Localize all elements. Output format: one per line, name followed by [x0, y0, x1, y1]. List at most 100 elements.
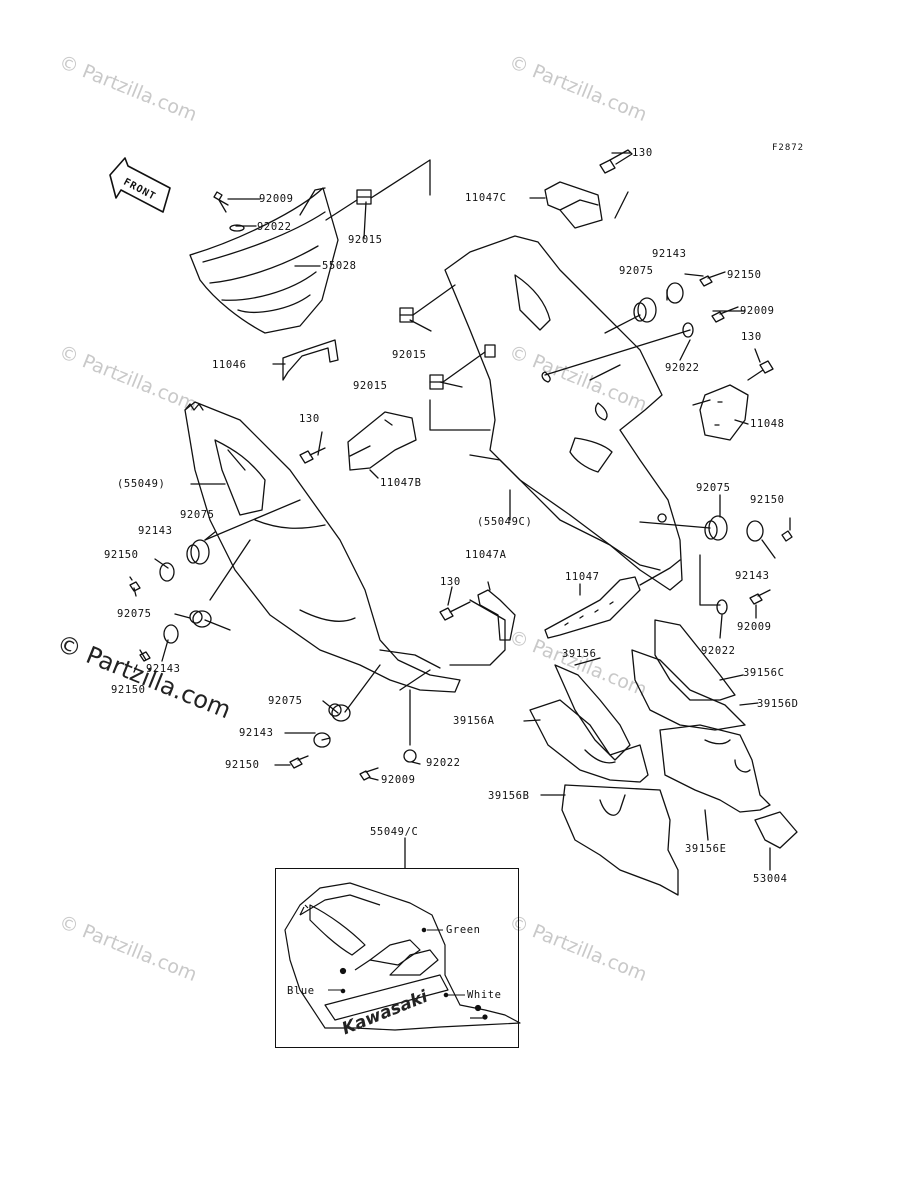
collar-92143-b-shape [159, 562, 175, 582]
grommet-92075-c-shape [189, 610, 212, 628]
part-label-130: 130 [632, 147, 653, 159]
panel-39156b-shape [561, 784, 679, 896]
bracket-11047b-shape [347, 411, 417, 471]
part-label-92015: 92015 [392, 349, 427, 361]
part-label-11047b: 11047B [380, 477, 422, 489]
color-inset-box [275, 868, 519, 1048]
part-label-92022: 92022 [701, 645, 736, 657]
bolt-92150-e-shape [289, 755, 309, 769]
panel-39156-shape [554, 664, 631, 761]
part-label-130: 130 [299, 413, 320, 425]
bolt-130-d-shape [439, 601, 471, 621]
part-label-92022: 92022 [665, 362, 700, 374]
grommet-92075-b-shape [186, 539, 210, 565]
bracket-11047-shape [544, 576, 641, 639]
color-label-green: Green [446, 924, 481, 936]
part-label-92150: 92150 [750, 494, 785, 506]
bracket-11046-shape [282, 339, 339, 381]
cowl-55049-shape [184, 401, 461, 693]
clip-92015-d-shape [484, 344, 496, 358]
cowl-55028-shape [189, 187, 339, 334]
part-label-92015: 92015 [353, 380, 388, 392]
bolt-92150-c-shape [139, 649, 151, 662]
part-label-11047c: 11047C [465, 192, 507, 204]
washer-92022-c-shape [716, 599, 728, 615]
collar-92143-a-shape [666, 282, 684, 304]
pad-53004-shape [754, 811, 798, 849]
part-label-92143: 92143 [239, 727, 274, 739]
panel-39156c-shape [654, 619, 736, 701]
part-label-92009: 92009 [381, 774, 416, 786]
part-label-92009: 92009 [737, 621, 772, 633]
grommet-92075-a-shape [633, 297, 657, 323]
color-label-white: White [467, 989, 502, 1001]
part-label-92075: 92075 [180, 509, 215, 521]
part-label-92143: 92143 [735, 570, 770, 582]
part-label-92015: 92015 [348, 234, 383, 246]
bracket-11047c-shape [544, 181, 603, 229]
part-label-39156a: 39156A [453, 715, 495, 727]
part-label-92143: 92143 [146, 663, 181, 675]
part-label-92075: 92075 [268, 695, 303, 707]
part-label-92075: 92075 [619, 265, 654, 277]
front-arrow-icon [109, 157, 171, 213]
figure-code: F2872 [772, 143, 805, 153]
part-label-130: 130 [741, 331, 762, 343]
part-label-130: 130 [440, 576, 461, 588]
part-label-92150: 92150 [727, 269, 762, 281]
part-label-39156c: 39156C [743, 667, 785, 679]
bolt-92150-b-shape [129, 581, 141, 597]
part-label-55028: 55028 [322, 260, 357, 272]
part-label-92022: 92022 [426, 757, 461, 769]
part-label-11047a: 11047A [465, 549, 507, 561]
cowl-55049c-shape [429, 235, 683, 591]
part-label-92150: 92150 [225, 759, 260, 771]
inset-title: 55049/C [370, 826, 419, 838]
part-label-55049: (55049) [117, 478, 166, 490]
bolt-92009-c-shape [749, 589, 771, 605]
part-label-92143: 92143 [138, 525, 173, 537]
bracket-11047a-shape [477, 589, 516, 641]
part-label-92150: 92150 [111, 684, 146, 696]
part-label-92143: 92143 [652, 248, 687, 260]
bracket-11048-shape [699, 384, 749, 441]
part-label-92022: 92022 [257, 221, 292, 233]
bolt-92009-d-shape [359, 767, 379, 781]
part-label-92075: 92075 [117, 608, 152, 620]
bolt-92009-b-shape [711, 306, 739, 323]
bolt-92150-a-shape [699, 271, 726, 287]
panel-39156e-shape [659, 724, 771, 813]
part-label-39156b: 39156B [488, 790, 530, 802]
panel-39156a-shape [529, 699, 649, 783]
bolt-130-c-shape [299, 447, 326, 464]
collar-92143-c-shape [163, 624, 179, 644]
part-label-39156e: 39156E [685, 843, 727, 855]
washer-92022-a-shape [229, 224, 245, 232]
color-label-blue: Blue [287, 985, 315, 997]
collar-92143-d-shape [746, 520, 764, 542]
grommet-92075-e-shape [328, 703, 351, 722]
washer-92022-b-shape [682, 322, 694, 338]
part-label-53004: 53004 [753, 873, 788, 885]
part-label-11047: 11047 [565, 571, 600, 583]
bolt-92009-a-shape [213, 191, 229, 213]
part-label-92009: 92009 [740, 305, 775, 317]
part-label-92150: 92150 [104, 549, 139, 561]
panel-39156d-shape [631, 649, 746, 731]
part-label-11048: 11048 [750, 418, 785, 430]
inset-callouts [328, 927, 465, 998]
part-label-11046: 11046 [212, 359, 247, 371]
bolt-130-a-shape [599, 149, 633, 174]
inset-cowl-shape [284, 882, 521, 1031]
part-label-92009: 92009 [259, 193, 294, 205]
bolt-92150-d-shape [781, 530, 793, 542]
part-label-55049c: (55049C) [477, 516, 533, 528]
washer-92022-d-shape [403, 749, 417, 763]
part-label-39156: 39156 [562, 648, 597, 660]
clip-92015-a-shape [356, 189, 372, 205]
part-label-92075: 92075 [696, 482, 731, 494]
collar-92143-e-shape [313, 732, 331, 748]
bolt-130-b-shape [747, 360, 774, 381]
part-label-39156d: 39156D [757, 698, 799, 710]
